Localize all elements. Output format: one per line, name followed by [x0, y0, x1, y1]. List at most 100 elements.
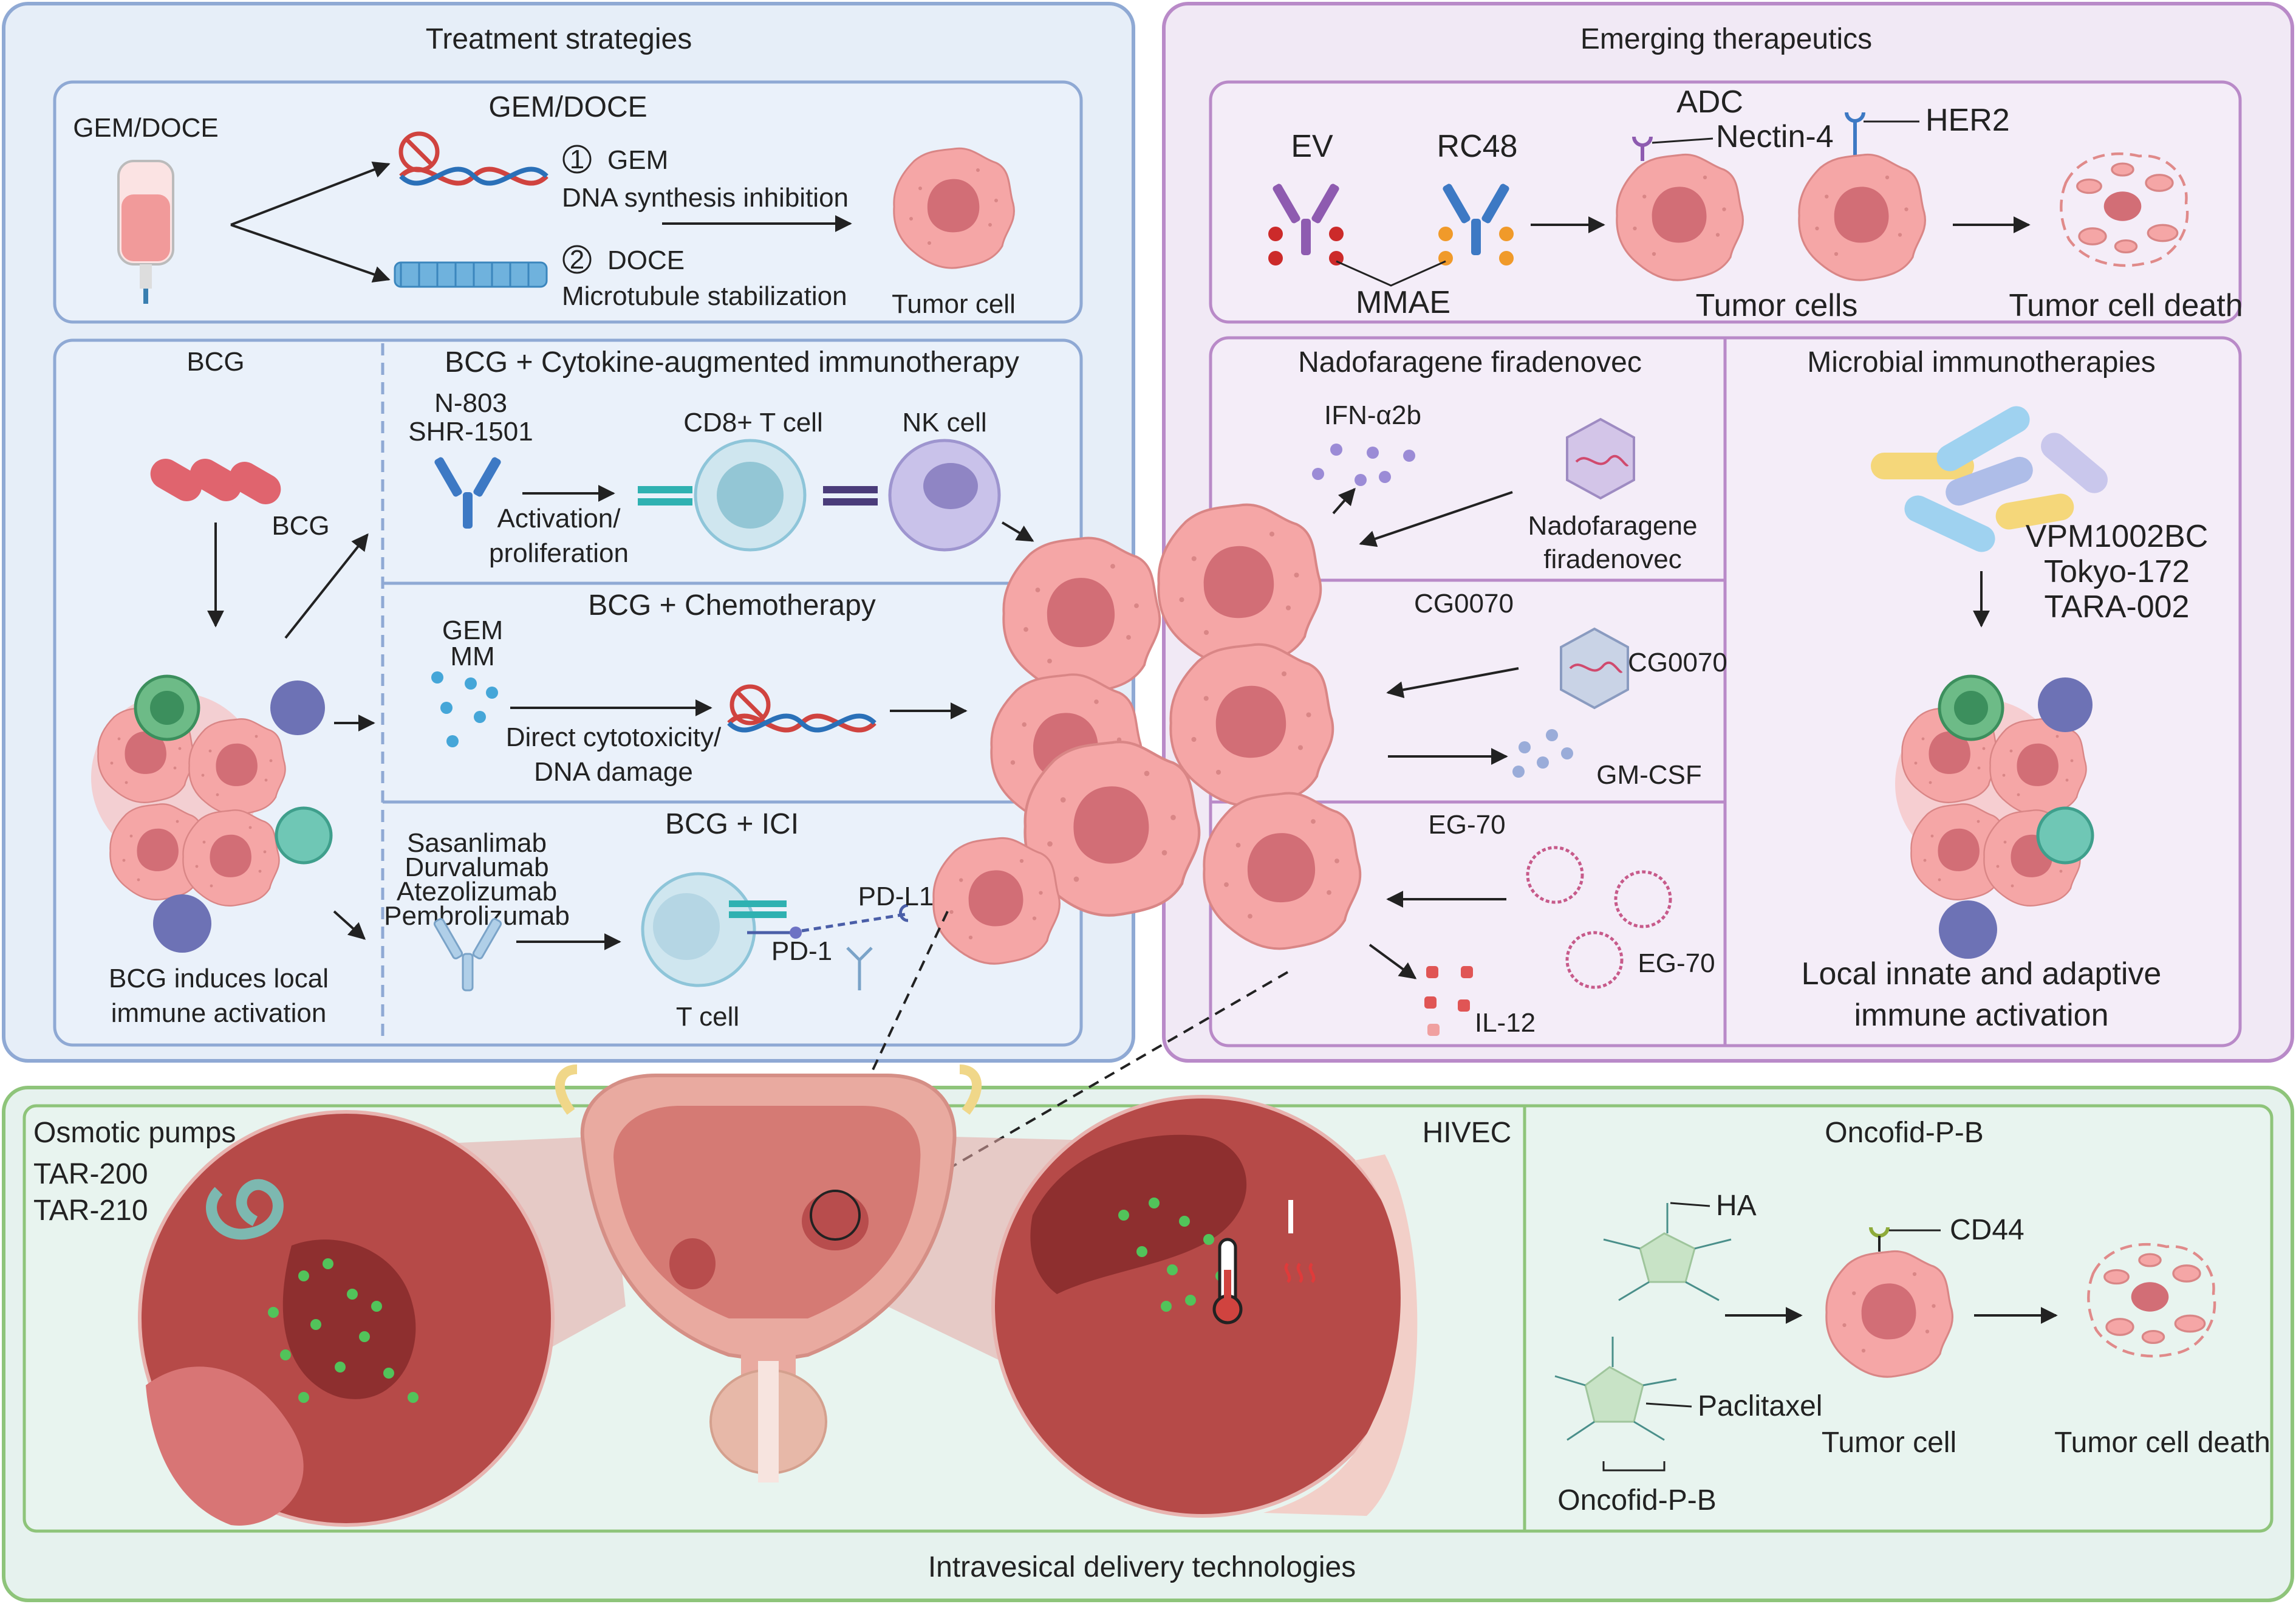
- ici-drug-3: Atezolizumab: [397, 877, 557, 907]
- adc-tumor-cell-2: [1798, 153, 1927, 281]
- osmotic-label: Osmotic pumps: [33, 1117, 236, 1149]
- gmcsf-label: GM-CSF: [1596, 760, 1702, 790]
- ha-label: HA: [1716, 1190, 1757, 1222]
- delivery-title: Intravesical delivery technologies: [928, 1551, 1356, 1583]
- ici-drug-2: Durvalumab: [405, 852, 548, 882]
- ev-label: EV: [1291, 129, 1333, 164]
- gem-doce-title: GEM/DOCE: [488, 91, 647, 123]
- ici-drug-1: Sasanlimab: [407, 828, 547, 858]
- nado-label-line1: Nadofaragene: [1528, 511, 1698, 541]
- bacteria-icon: [150, 459, 281, 504]
- oncofid-tumor-cell-icon: [1825, 1250, 1954, 1378]
- emerging-title: Emerging therapeutics: [1580, 23, 1872, 55]
- cd8-label: CD8+ T cell: [683, 408, 822, 437]
- cytotox-line1: Direct cytotoxicity/: [506, 722, 722, 752]
- activation-line1: Activation/: [497, 504, 621, 533]
- gem-doce-box: [53, 80, 1083, 324]
- bcg-caption-line2: immune activation: [111, 998, 327, 1028]
- pdl1-label: PD-L1: [858, 882, 934, 911]
- cg-label: CG0070: [1628, 648, 1727, 677]
- pd1-antibody-icon: [846, 947, 873, 990]
- ici-drug-4: Pembrolizumab: [384, 901, 570, 931]
- osmotic-pump-zoom: [138, 1110, 555, 1527]
- paclitaxel-label: Paclitaxel: [1698, 1390, 1822, 1422]
- doce-description: Microtubule stabilization: [562, 281, 847, 311]
- il12-molecules-icon: [1424, 966, 1473, 1036]
- nk-label: NK cell: [902, 408, 986, 437]
- micro-title: Microbial immunotherapies: [1807, 346, 2156, 379]
- eg-label: EG-70: [1638, 948, 1715, 978]
- hivec-zoom: [991, 1095, 1418, 1518]
- bcg-caption-line1: BCG induces local: [109, 964, 329, 993]
- oncofid-label: Oncofid-P-B: [1557, 1484, 1716, 1517]
- chemo-mm-label: MM: [450, 642, 494, 671]
- gem-number: 1: [570, 145, 584, 174]
- her2-label: HER2: [1925, 103, 2010, 138]
- adc-tumor-cell-1: [1616, 153, 1744, 281]
- rc48-label: RC48: [1437, 129, 1518, 164]
- pd1-label: PD-1: [771, 936, 832, 966]
- mmae-label: MMAE: [1356, 285, 1450, 320]
- micro-drug-2: Tokyo-172: [2044, 554, 2190, 589]
- n803-label: N-803: [434, 388, 507, 418]
- shr1501-label: SHR-1501: [408, 417, 533, 447]
- immune-cluster-icon: [91, 674, 333, 953]
- micro-immune-cluster-icon: [1895, 674, 2094, 959]
- ifn-label: IFN-α2b: [1324, 400, 1421, 430]
- oncofid-title: Oncofid-P-B: [1825, 1117, 1983, 1149]
- gem-description: DNA synthesis inhibition: [562, 183, 849, 213]
- mmae-payload-icon: [1268, 227, 1514, 266]
- cg0070-virus-icon: [1560, 627, 1629, 710]
- bladder-illustration: [555, 1064, 982, 1482]
- treatment-title: Treatment strategies: [426, 23, 692, 55]
- cytokine-title: BCG + Cytokine-augmented immunotherapy: [445, 346, 1019, 379]
- gmcsf-molecules-icon: [1512, 729, 1573, 778]
- micro-drug-1: VPM1002BC: [2026, 519, 2209, 554]
- bcg-title: BCG: [186, 347, 244, 377]
- eg70-plasmid-icon: [1526, 846, 1672, 989]
- microtubule-icon: [394, 261, 548, 288]
- nk-cell-icon: [823, 439, 1001, 552]
- dna-damage-icon: [727, 684, 876, 733]
- tcell-label: T cell: [676, 1002, 739, 1032]
- hivec-label: HIVEC: [1423, 1117, 1512, 1149]
- gem-name: GEM: [607, 145, 668, 175]
- paclitaxel-molecule-icon: [1554, 1337, 1677, 1441]
- dna-inhibited-icon: [398, 131, 548, 186]
- eg-title: EG-70: [1428, 810, 1505, 840]
- bcg-label: BCG: [272, 511, 329, 541]
- doce-number: 2: [570, 245, 584, 275]
- adenovirus-icon: [1566, 417, 1635, 500]
- nectin4-label: Nectin-4: [1716, 119, 1834, 154]
- microbes-icon: [1871, 406, 2108, 552]
- chemo-molecules-icon: [431, 671, 498, 747]
- t-cell-icon: [641, 872, 802, 987]
- cg-title: CG0070: [1414, 589, 1514, 619]
- chemo-gem-label: GEM: [442, 615, 503, 645]
- tar200-label: TAR-200: [33, 1158, 148, 1190]
- cytotox-line2: DNA damage: [534, 757, 693, 787]
- adc-tumor-death-label: Tumor cell death: [2009, 288, 2243, 323]
- tumor-cell-label: Tumor cell: [892, 289, 1016, 319]
- tumor-cells-label: Tumor cells: [1696, 288, 1858, 323]
- adc-label: ADC: [1676, 84, 1743, 120]
- micro-caption-line1: Local innate and adaptive: [1802, 956, 2162, 992]
- tar210-label: TAR-210: [33, 1194, 148, 1227]
- gem-doce-drug-label: GEM/DOCE: [73, 113, 219, 143]
- chemo-title: BCG + Chemotherapy: [588, 589, 876, 622]
- ifn-molecules-icon: [1312, 444, 1415, 486]
- ha-molecule-icon: [1603, 1203, 1732, 1301]
- activation-line2: proliferation: [489, 538, 629, 568]
- iv-bag-icon: [117, 160, 174, 304]
- oncofid-tumor-label: Tumor cell: [1822, 1427, 1956, 1459]
- tumor-cell-icon: [893, 147, 1015, 269]
- doce-name: DOCE: [607, 245, 685, 275]
- micro-drug-3: TARA-002: [2045, 589, 2190, 625]
- ici-title: BCG + ICI: [665, 808, 799, 840]
- oncofid-death-label: Tumor cell death: [2054, 1427, 2270, 1459]
- il12-label: IL-12: [1475, 1008, 1536, 1038]
- nado-label-line2: firadenovec: [1543, 544, 1681, 574]
- micro-caption-line2: immune activation: [1854, 998, 2108, 1033]
- cd8-tcell-icon: [638, 439, 807, 552]
